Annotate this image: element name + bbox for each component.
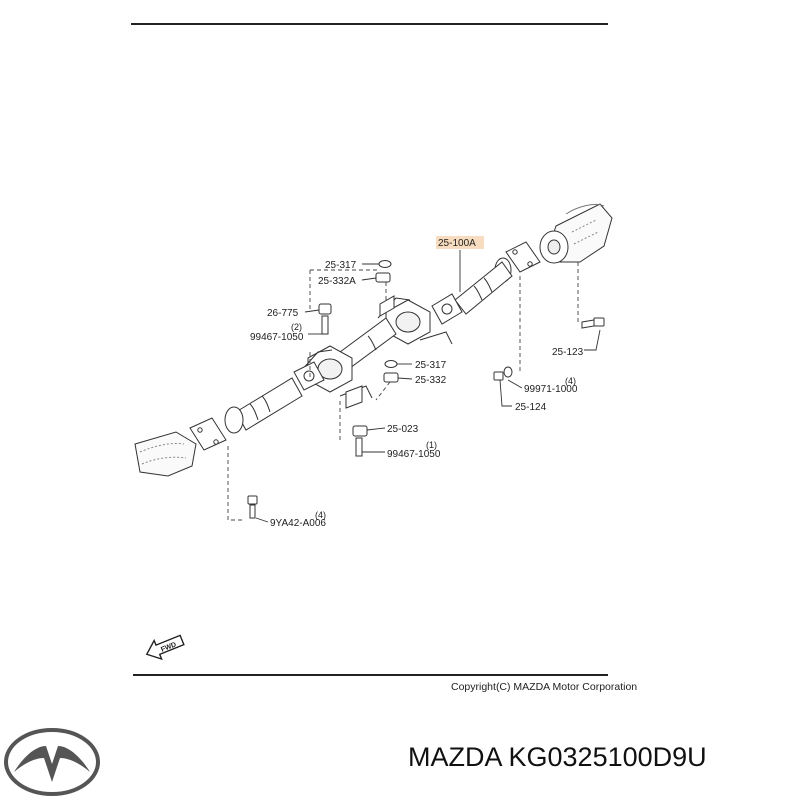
part-label: 25-317 xyxy=(415,360,447,371)
part-title: MAZDA KG0325100D9U xyxy=(408,742,707,772)
mazda-logo-icon xyxy=(4,728,100,796)
highlight-box xyxy=(436,236,484,249)
quantity-label: (4) xyxy=(565,376,576,386)
quantity-label: (4) xyxy=(315,510,326,520)
fwd-arrow-icon: FWD xyxy=(145,634,185,661)
part-label: 25-317 xyxy=(325,260,357,271)
quantity-label: (2) xyxy=(291,322,302,332)
hardware-parts xyxy=(247,260,605,519)
part-label: 25-023 xyxy=(387,424,419,435)
part-label: 25-123 xyxy=(552,347,584,358)
part-label: 25-124 xyxy=(515,402,547,413)
part-label: 26-775 xyxy=(267,308,299,319)
quantity-label: (1) xyxy=(426,440,437,450)
leader-lines xyxy=(255,250,601,523)
propeller-shaft-drawing xyxy=(134,203,613,477)
part-label: 99467-1050 xyxy=(250,332,304,343)
copyright-text: Copyright(C) MAZDA Motor Corporation xyxy=(451,681,637,693)
dashed-guides xyxy=(227,262,579,521)
part-label: 25-332 xyxy=(415,375,447,386)
highlight-label: 25-100A xyxy=(438,238,476,249)
part-label: 9YA42-A006 xyxy=(270,518,326,529)
part-label: 99971-1000 xyxy=(524,384,578,395)
part-label: 25-332A xyxy=(318,276,356,287)
part-label: 99467-1050 xyxy=(387,449,441,460)
